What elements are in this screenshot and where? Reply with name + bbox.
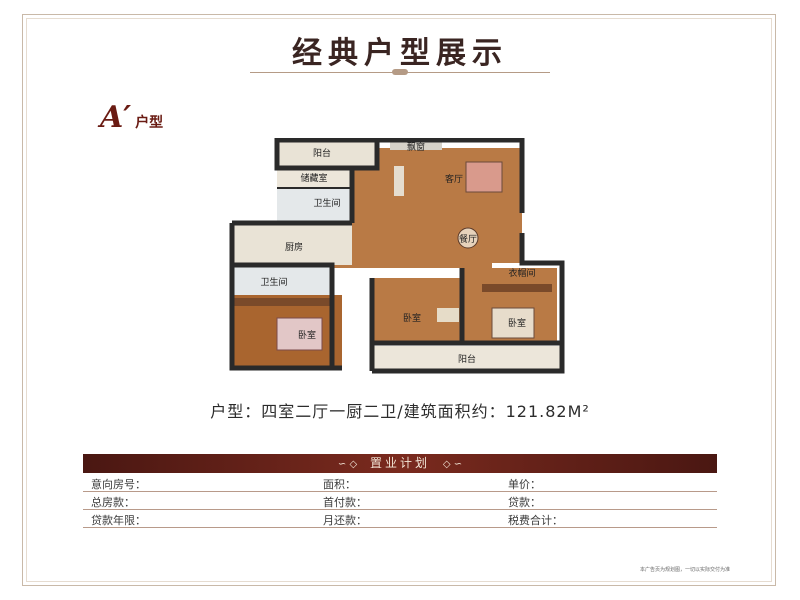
- field-room-number[interactable]: 意向房号：: [91, 478, 146, 491]
- form-row: 意向房号： 面积： 单价：: [83, 474, 717, 492]
- field-monthly-payment[interactable]: 月还款：: [323, 514, 367, 527]
- outer-frame: [22, 14, 776, 586]
- room-storage: 储藏室: [300, 172, 327, 184]
- kitchen-floor: [232, 223, 352, 265]
- hall-floor: [332, 248, 492, 268]
- storage-floor: [277, 168, 352, 188]
- room-bedroom-3: 卧室: [508, 317, 526, 329]
- room-cloakroom: 衣帽间: [508, 267, 535, 279]
- floor-plan: 阳台 储藏室 卫生间 厨房 卫生间 卧室 飘窗 客厅 餐厅 卧室 衣帽间 卧室 …: [229, 138, 565, 374]
- unit-spec: 户型：四室二厅一厨二卫/建筑面积约：121.82M²: [210, 402, 590, 421]
- room-balcony-top: 阳台: [313, 147, 331, 159]
- field-total-price[interactable]: 总房款：: [91, 496, 135, 509]
- form-row: 总房款： 首付款： 贷款：: [83, 492, 717, 510]
- field-loan-term[interactable]: 贷款年限：: [91, 514, 146, 527]
- wardrobe: [482, 284, 552, 292]
- dining-table: [457, 227, 479, 249]
- room-bath-1: 卫生间: [313, 197, 340, 209]
- unit-type-label: A′户型: [100, 100, 163, 135]
- bed-1: [276, 317, 323, 351]
- bay-window: [390, 142, 442, 150]
- plan-form-banner: ∽ ◇ 置业计划 ◇ ∽: [83, 454, 717, 473]
- page-title: 经典户型展示: [292, 36, 508, 71]
- bed-3: [491, 307, 535, 339]
- room-bedroom-1: 卧室: [298, 329, 316, 341]
- form-row: 贷款年限： 月还款： 税费合计：: [83, 510, 717, 528]
- banner-ornament-left: ∽ ◇: [337, 459, 358, 470]
- field-tax-total[interactable]: 税费合计：: [508, 514, 563, 527]
- room-balcony-bottom: 阳台: [458, 353, 476, 365]
- room-bay-window: 飘窗: [407, 141, 425, 153]
- banner-ornament-right: ◇ ∽: [442, 459, 463, 470]
- bath1-floor: [277, 188, 352, 223]
- field-unit-price[interactable]: 单价：: [508, 478, 541, 491]
- balcony-bottom-floor: [372, 346, 562, 371]
- field-area[interactable]: 面积：: [323, 478, 356, 491]
- plan-form-heading: 置业计划: [369, 456, 430, 470]
- room-bedroom-2: 卧室: [403, 312, 421, 324]
- field-down-payment[interactable]: 首付款：: [323, 496, 367, 509]
- room-living: 客厅: [445, 173, 463, 185]
- purchase-plan-form: 意向房号： 面积： 单价： 总房款： 首付款： 贷款： 贷款年限： 月还款： 税…: [83, 474, 717, 528]
- unit-code: A′: [100, 100, 132, 135]
- title-ornament: [392, 69, 408, 75]
- room-kitchen: 厨房: [285, 241, 303, 253]
- tv-cabinet: [394, 166, 404, 196]
- room-bath-2: 卫生间: [260, 276, 287, 288]
- inner-frame: [26, 18, 772, 582]
- disclaimer: 本广告页为规划图，一切以实际交付为准: [639, 567, 730, 573]
- sofa: [465, 161, 503, 193]
- bath2-floor: [232, 265, 332, 295]
- desk: [437, 308, 459, 322]
- room-dining: 餐厅: [459, 233, 477, 245]
- balcony-top-floor: [277, 140, 377, 168]
- unit-suffix: 户型: [135, 115, 164, 131]
- closet-1: [234, 298, 334, 306]
- field-loan[interactable]: 贷款：: [508, 496, 541, 509]
